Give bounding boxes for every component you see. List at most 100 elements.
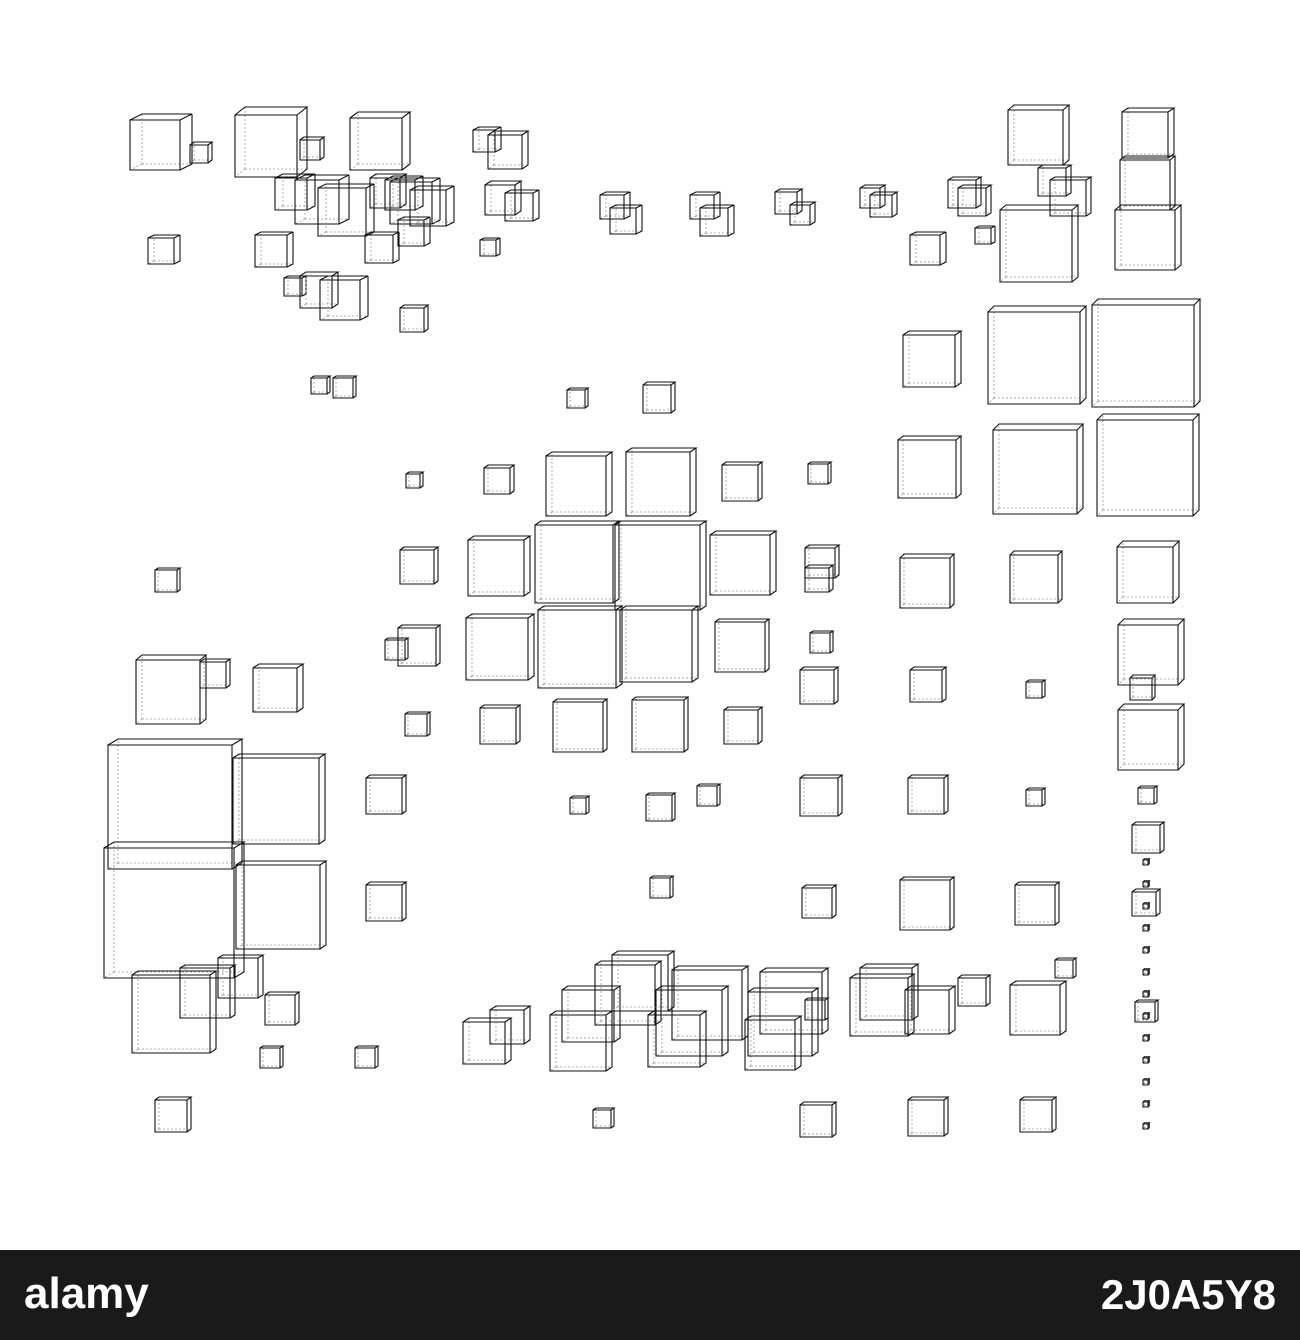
wire-cube: [154, 1096, 193, 1133]
wire-cube: [625, 447, 698, 517]
wire-cube: [561, 985, 622, 1043]
wire-cube: [472, 126, 502, 153]
wire-cube: [1019, 1096, 1058, 1133]
wire-cube: [909, 231, 947, 266]
wire-cube: [1014, 881, 1061, 926]
wire-cube: [1142, 858, 1151, 866]
wire-cube: [1134, 999, 1160, 1023]
wire-cube: [274, 173, 316, 211]
wire-cube: [545, 451, 614, 517]
wire-cube: [479, 237, 501, 257]
wire-cube: [399, 546, 440, 585]
wire-cube: [365, 774, 408, 815]
wire-cube: [537, 605, 624, 689]
wire-cube: [1131, 821, 1166, 854]
wire-cube: [1117, 703, 1186, 771]
wire-cube: [199, 658, 232, 689]
stock-id-label: 2J0A5Y8: [1100, 1271, 1276, 1318]
wire-cube: [549, 1010, 614, 1072]
wire-cube: [721, 461, 764, 502]
wire-cube: [131, 970, 218, 1054]
wire-cube: [611, 950, 676, 1012]
wire-cube: [1142, 1122, 1151, 1130]
wire-cube: [299, 271, 340, 309]
wire-cube: [484, 180, 523, 216]
wire-cube: [804, 544, 841, 579]
wire-cube: [804, 564, 835, 593]
wire-cube: [723, 706, 764, 745]
wire-cube: [399, 304, 430, 333]
wire-cube: [849, 973, 916, 1037]
wire-cube: [1142, 1012, 1151, 1020]
wire-cube: [569, 795, 591, 815]
wire-cube: [1025, 787, 1047, 807]
wire-cube: [671, 965, 750, 1041]
wire-cube: [799, 666, 840, 705]
wire-cube: [907, 1096, 950, 1137]
wire-cube: [252, 663, 305, 713]
wire-cube: [487, 130, 530, 170]
wire-cube: [254, 231, 294, 268]
alamy-logo: alamy: [24, 1266, 154, 1324]
wire-cube: [384, 637, 410, 661]
wire-cube: [1121, 107, 1176, 159]
footer-bar: alamy 2J0A5Y8: [0, 1250, 1300, 1340]
wire-cube: [283, 275, 307, 297]
wire-cube: [1054, 957, 1078, 979]
wire-cube: [1142, 968, 1151, 976]
wire-cube: [699, 204, 735, 237]
wire-cube: [649, 875, 675, 899]
wire-cube: [631, 696, 690, 753]
wire-cube: [1142, 946, 1151, 954]
wire-cube: [1009, 550, 1064, 604]
alamy-logo-mark: alamy: [24, 1269, 149, 1318]
wire-cube: [349, 111, 412, 171]
wire-cube: [869, 191, 899, 218]
wire-cube: [234, 106, 309, 178]
wire-cube: [907, 774, 950, 815]
wire-cube: [534, 520, 621, 604]
wire-cube: [404, 711, 432, 737]
wire-cube: [483, 464, 516, 495]
wire-cube: [789, 201, 817, 226]
wire-cube: [552, 698, 609, 753]
wire-cube: [332, 375, 358, 399]
wire-cube: [235, 860, 328, 950]
wire-cube: [614, 520, 708, 611]
wire-cube: [1142, 1056, 1151, 1064]
wire-cube: [1049, 176, 1093, 217]
wire-cube: [619, 605, 700, 683]
wire-cube: [799, 1101, 838, 1138]
wire-cube: [467, 535, 532, 597]
wire-cube: [1009, 980, 1068, 1036]
wire-cube: [1119, 155, 1177, 211]
wire-cube: [696, 783, 722, 807]
wire-cube: [992, 423, 1085, 515]
wire-cube: [294, 174, 350, 225]
wire-cube: [859, 963, 920, 1021]
wire-cube: [1142, 1078, 1151, 1086]
wire-cube: [714, 618, 771, 673]
wireframe-cubes-illustration: [103, 104, 1202, 1138]
wire-cube: [1091, 298, 1202, 408]
wire-cube: [566, 387, 590, 409]
wire-cube: [899, 553, 956, 609]
wire-cube: [1116, 540, 1181, 604]
wire-cube: [479, 704, 522, 745]
wire-cube: [899, 876, 956, 931]
wire-cube: [1114, 204, 1183, 271]
wire-cube: [909, 666, 948, 703]
wire-cube: [1129, 674, 1157, 701]
wire-cube: [1096, 413, 1201, 517]
wire-cube: [489, 1005, 532, 1045]
wire-cube: [1142, 924, 1151, 932]
wire-cube: [809, 630, 835, 654]
wire-cube: [645, 792, 677, 822]
wire-cube: [904, 985, 957, 1035]
wire-cube: [310, 375, 332, 395]
wire-cube: [154, 567, 182, 593]
wire-cube: [647, 1010, 708, 1068]
wire-cube: [1142, 880, 1151, 888]
wire-cube: [974, 225, 996, 245]
